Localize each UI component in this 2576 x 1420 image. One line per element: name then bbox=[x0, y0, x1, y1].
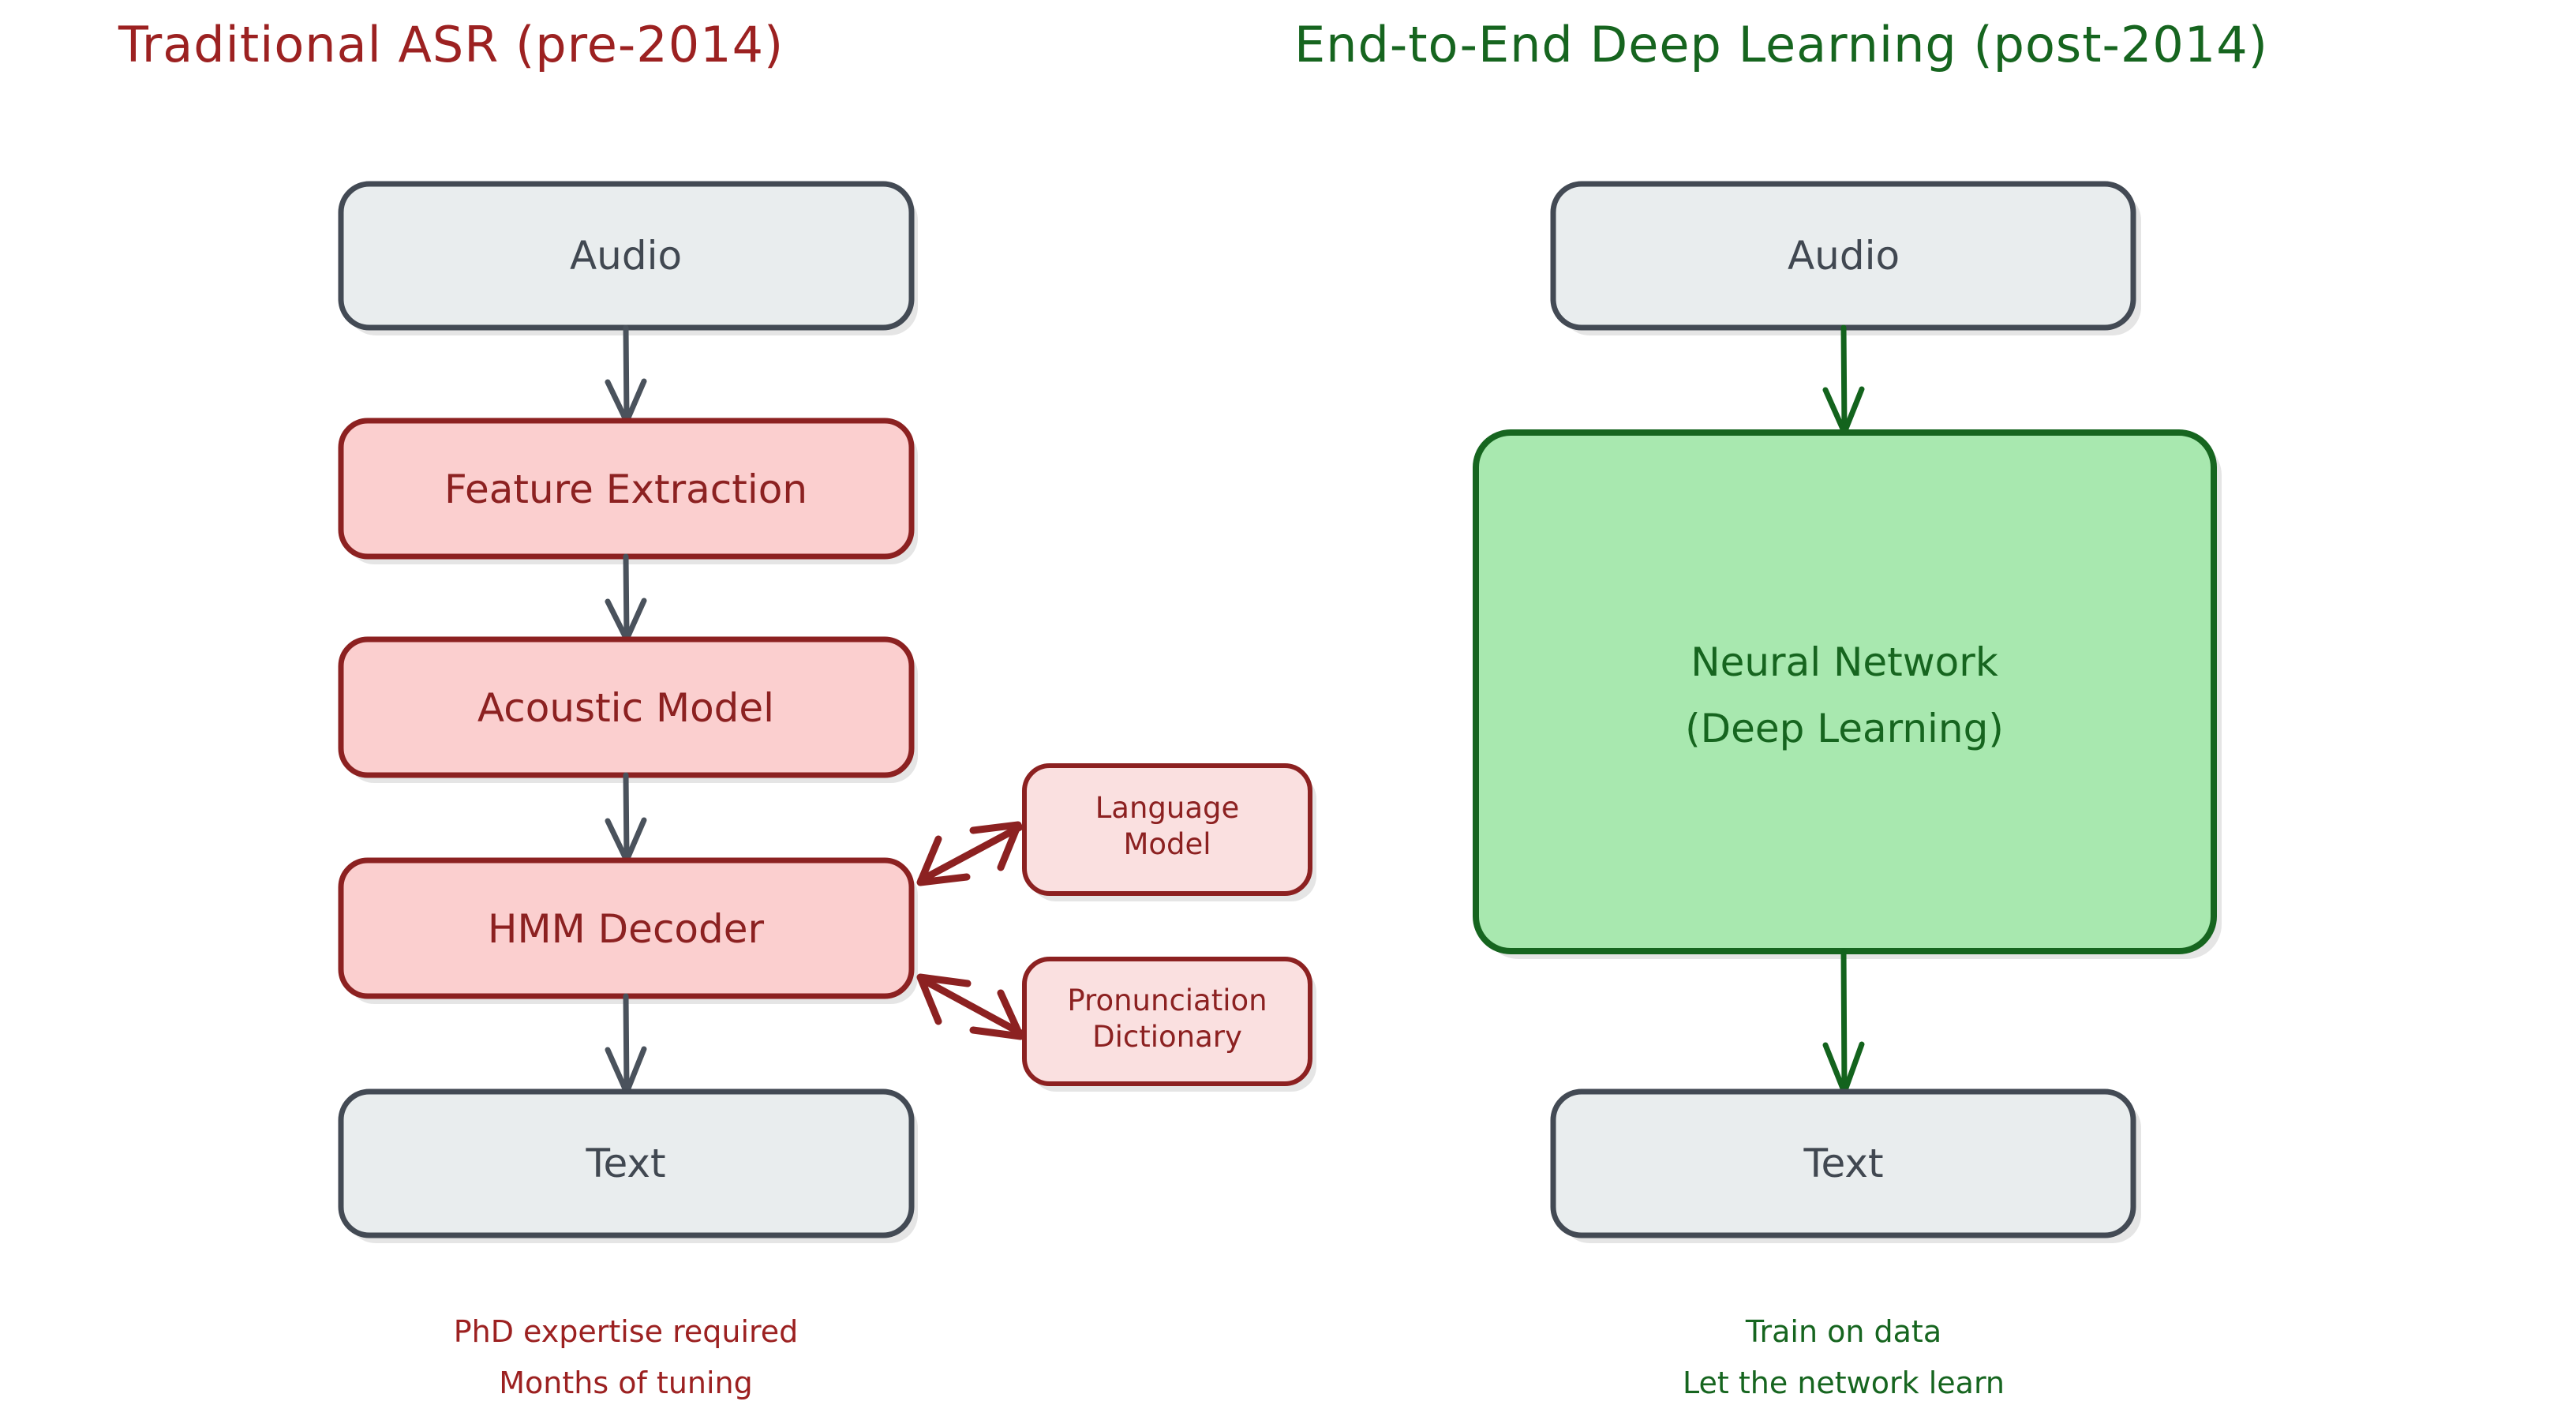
left-node-acoustic-model-label: Acoustic Model bbox=[477, 685, 774, 731]
left-caption-line2: Months of tuning bbox=[499, 1366, 753, 1400]
right-caption-line2: Let the network learn bbox=[1683, 1366, 2005, 1400]
left-node-feature-extraction[interactable]: Feature Extraction bbox=[338, 418, 918, 564]
right-node-text-label: Text bbox=[1803, 1141, 1883, 1186]
right-caption-line1: Train on data bbox=[1745, 1314, 1941, 1349]
arrow-feature-extraction-to-acoustic-model bbox=[605, 553, 647, 643]
left-side-node-pronunciation-dictionary-line1: Pronunciation bbox=[1067, 984, 1267, 1017]
left-side-node-language-model-line1: Language bbox=[1095, 791, 1240, 825]
right-column-title: End-to-End Deep Learning (post-2014) bbox=[1294, 16, 2268, 73]
left-caption-line1: PhD expertise required bbox=[454, 1314, 799, 1349]
right-node-audio[interactable]: Audio bbox=[1550, 181, 2141, 335]
left-node-text-label: Text bbox=[585, 1141, 665, 1186]
arrow-hmm-decoder-to-text bbox=[605, 993, 647, 1096]
left-node-acoustic-model[interactable]: Acoustic Model bbox=[338, 636, 918, 783]
left-side-node-pronunciation-dictionary[interactable]: Pronunciation Dictionary bbox=[1022, 957, 1316, 1092]
left-side-node-language-model-line2: Model bbox=[1123, 827, 1211, 861]
left-node-audio-label: Audio bbox=[570, 233, 682, 279]
arrow-acoustic-model-to-hmm-decoder bbox=[605, 772, 647, 864]
arrow-neural-network-to-text bbox=[1822, 948, 1865, 1096]
right-node-neural-network-line1: Neural Network bbox=[1690, 639, 1998, 685]
right-node-text[interactable]: Text bbox=[1550, 1088, 2141, 1243]
arrow-audio-to-neural-network bbox=[1822, 324, 1865, 436]
right-node-neural-network[interactable]: Neural Network (Deep Learning) bbox=[1473, 429, 2222, 959]
right-node-neural-network-line2: (Deep Learning) bbox=[1685, 706, 2004, 751]
left-side-node-language-model[interactable]: Language Model bbox=[1022, 763, 1316, 901]
right-node-audio-label: Audio bbox=[1788, 233, 1900, 279]
left-side-node-pronunciation-dictionary-line2: Dictionary bbox=[1092, 1020, 1242, 1054]
left-node-text[interactable]: Text bbox=[338, 1088, 918, 1243]
arrow-hmm-decoder-pronunciation-dictionary bbox=[916, 973, 1024, 1040]
left-node-hmm-decoder-label: HMM Decoder bbox=[488, 906, 765, 952]
arrow-hmm-decoder-language-model bbox=[916, 821, 1024, 886]
left-node-hmm-decoder[interactable]: HMM Decoder bbox=[338, 857, 918, 1004]
left-node-audio[interactable]: Audio bbox=[338, 181, 918, 335]
left-column-title: Traditional ASR (pre-2014) bbox=[118, 16, 784, 73]
left-node-feature-extraction-label: Feature Extraction bbox=[444, 466, 807, 512]
arrow-audio-to-feature-extraction bbox=[605, 324, 647, 425]
